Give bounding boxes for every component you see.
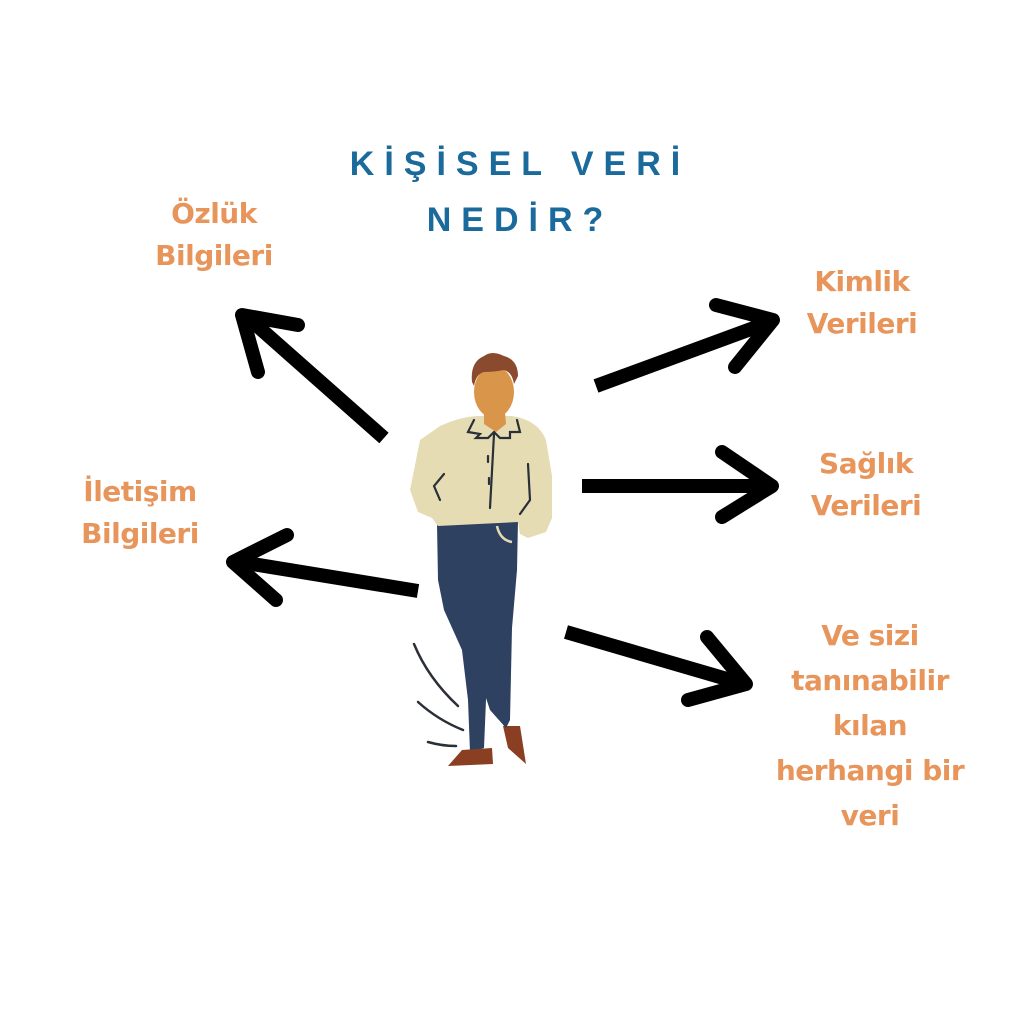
title-line-1: KİŞİSEL VERİ	[349, 145, 691, 183]
person-illustration	[410, 353, 552, 766]
label-ozluk-line-1: Özlük	[171, 197, 257, 230]
label-any-line-3: kılan	[832, 709, 908, 742]
label-kimlik-line-2: Verileri	[806, 307, 918, 340]
pants	[437, 520, 518, 752]
label-ozluk-bilgileri: Özlük Bilgileri	[134, 200, 294, 270]
shoe-back	[503, 726, 526, 764]
label-kimlik-line-1: Kimlik	[814, 265, 910, 298]
pocket-line	[495, 525, 513, 544]
arrow-to-any-data	[564, 625, 753, 707]
label-any-line-4: herhangi bir	[775, 754, 965, 787]
label-saglik-line-1: Sağlık	[819, 447, 913, 480]
arrow-to-ozluk	[235, 308, 389, 444]
motion-lines	[412, 642, 465, 748]
shoe-front	[448, 748, 493, 766]
label-kimlik-verileri: Kimlik Verileri	[782, 268, 942, 338]
title-line-2: NEDİR?	[426, 201, 614, 239]
label-any-identifying-data: Ve sizi tanınabilir kılan herhangi bir v…	[740, 622, 1000, 830]
label-iletisim-line-2: Bilgileri	[81, 517, 199, 550]
label-any-line-2: tanınabilir	[791, 664, 949, 697]
label-any-line-5: veri	[840, 799, 900, 832]
label-any-line-1: Ve sizi	[821, 619, 919, 652]
label-iletisim-line-1: İletişim	[83, 475, 197, 508]
arrow-to-iletisim	[226, 528, 420, 607]
collar-lines	[432, 418, 532, 516]
shirt	[410, 416, 552, 538]
label-saglik-line-2: Verileri	[810, 489, 922, 522]
head	[474, 366, 514, 418]
label-iletisim-bilgileri: İletişim Bilgileri	[60, 478, 220, 548]
hair	[471, 353, 518, 386]
arrow-to-kimlik	[593, 298, 780, 393]
label-ozluk-line-2: Bilgileri	[155, 239, 273, 272]
arrow-to-saglik	[582, 445, 779, 524]
label-saglik-verileri: Sağlık Verileri	[786, 450, 946, 520]
